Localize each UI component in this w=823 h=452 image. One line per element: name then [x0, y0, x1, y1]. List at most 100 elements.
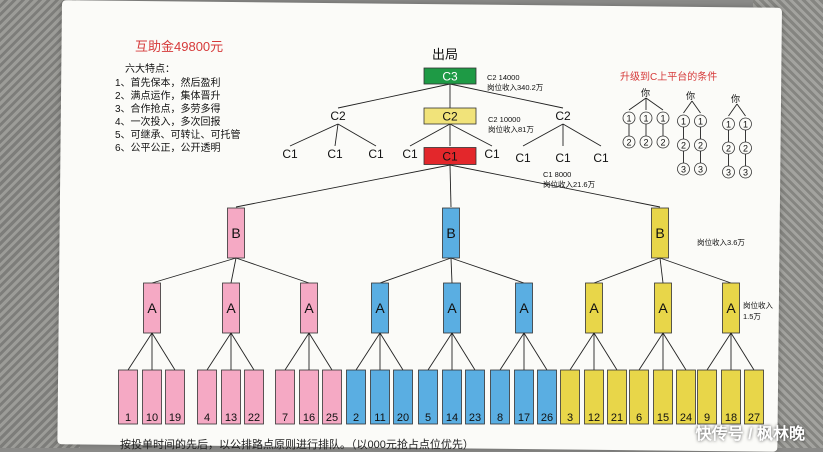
leaf-node: [244, 369, 264, 425]
condition-circle-number: 3: [681, 165, 686, 175]
leaf-number: 13: [225, 412, 237, 424]
c1-info-line: C1 8000: [543, 170, 572, 179]
condition-circle-number: 1: [726, 120, 731, 130]
connector-line: [409, 123, 451, 147]
leaf-node: [653, 369, 673, 425]
connector-line: [662, 332, 687, 371]
c1-center-node-label: C1: [442, 149, 458, 163]
connector-line: [569, 332, 595, 371]
leaf-number: 21: [611, 412, 623, 424]
feature-item: 5、可继承、可转让、可托管: [115, 130, 241, 141]
leaf-number: 18: [725, 412, 737, 424]
condition-circle-number: 1: [626, 114, 631, 124]
a-node-label: A: [226, 300, 236, 316]
leaf-number: 17: [518, 412, 530, 424]
connector-line: [706, 332, 732, 371]
leaf-node: [629, 369, 649, 425]
c2-info-line: C2 10000: [488, 115, 521, 124]
leaf-node: [584, 369, 604, 425]
condition-circle-number: 1: [743, 120, 748, 130]
connector-line: [230, 332, 255, 371]
leaf-node: [370, 369, 390, 425]
leaf-node: [299, 369, 319, 425]
connector-line: [562, 123, 602, 147]
c1-node-small: C1: [368, 147, 384, 161]
c2-node-right: C2: [555, 109, 571, 123]
you-label: 你: [731, 94, 741, 104]
feature-item: 6、公平公正，公开透明: [115, 143, 221, 154]
leaf-number: 15: [657, 412, 669, 424]
leaf-number: 20: [397, 412, 409, 424]
connector-line: [638, 332, 664, 371]
leaf-node: [537, 369, 557, 425]
condition-circle: [639, 135, 653, 149]
leaf-number: 6: [636, 412, 642, 424]
leaf-number: 8: [497, 412, 503, 424]
features-title: 六大特点：: [125, 64, 175, 75]
a-node-label: A: [658, 300, 668, 316]
connector-line: [337, 83, 451, 109]
leaf-number: 22: [248, 412, 260, 424]
a-node-label: A: [375, 300, 385, 316]
c1-node-small: C1: [327, 147, 343, 161]
leaf-node: [197, 369, 217, 425]
condition-line: [683, 100, 693, 114]
leaf-number: 4: [204, 412, 210, 424]
c1-node-small: C1: [515, 151, 531, 165]
b-income-label: 岗位收入3.6万: [697, 238, 745, 247]
connector-line: [235, 257, 310, 284]
b-node-label: B: [231, 225, 240, 241]
condition-circle: [694, 162, 707, 176]
leaf-node: [221, 369, 241, 425]
b-node-label: B: [655, 225, 664, 241]
condition-circle-number: 1: [660, 114, 665, 124]
a-node-label: A: [447, 300, 457, 316]
connector-line: [593, 332, 618, 371]
leaf-number: 1: [125, 412, 131, 424]
condition-circle: [739, 165, 752, 179]
leaf-number: 23: [469, 412, 481, 424]
leaf-node: [165, 369, 185, 425]
condition-line: [728, 103, 738, 117]
watermark: 快传号 / 枫林晚: [695, 426, 805, 443]
connector-line: [127, 332, 153, 371]
leaf-number: 12: [588, 412, 600, 424]
c2-node-left: C2: [330, 109, 346, 123]
c3-info-line: 岗位收入340.2万: [487, 83, 544, 92]
connector-line: [450, 257, 525, 284]
c3-node: [423, 67, 477, 85]
condition-circle-number: 2: [743, 144, 748, 154]
condition-circle: [677, 162, 690, 176]
c1-node-small: C1: [484, 147, 500, 161]
condition-circle: [656, 135, 670, 149]
leaf-node: [275, 369, 295, 425]
leaf-number: 19: [169, 412, 181, 424]
condition-circle-number: 2: [698, 141, 703, 151]
condition-circle-number: 1: [681, 117, 686, 127]
leaf-number: 9: [704, 412, 710, 424]
connector-line: [355, 332, 381, 371]
connector-line: [230, 257, 237, 284]
bottom-note: 按投单时间的先后，以公排路点原则进行排队。（以000元抢占点位优先）: [120, 439, 474, 451]
a-income-line: 岗位收入: [743, 301, 773, 310]
feature-item: 3、合作抢点，多劳多得: [115, 104, 221, 115]
leaf-node: [322, 369, 342, 425]
leaf-number: 25: [326, 412, 338, 424]
leaf-node: [676, 369, 696, 425]
leaf-node: [514, 369, 534, 425]
c1-node-small: C1: [402, 147, 418, 161]
connector-line: [450, 257, 453, 284]
feature-item: 2、满点运作，集体晋升: [115, 91, 221, 102]
condition-circle-number: 1: [643, 114, 648, 124]
leaf-number: 10: [146, 412, 158, 424]
leaf-number: 14: [446, 412, 458, 424]
leaf-node: [465, 369, 485, 425]
leaf-node: [744, 369, 764, 425]
condition-circle: [722, 165, 735, 179]
connector-line: [451, 332, 476, 371]
condition-line: [691, 100, 701, 114]
condition-line: [736, 103, 746, 117]
condition-circle-number: 2: [726, 144, 731, 154]
connector-line: [151, 332, 176, 371]
